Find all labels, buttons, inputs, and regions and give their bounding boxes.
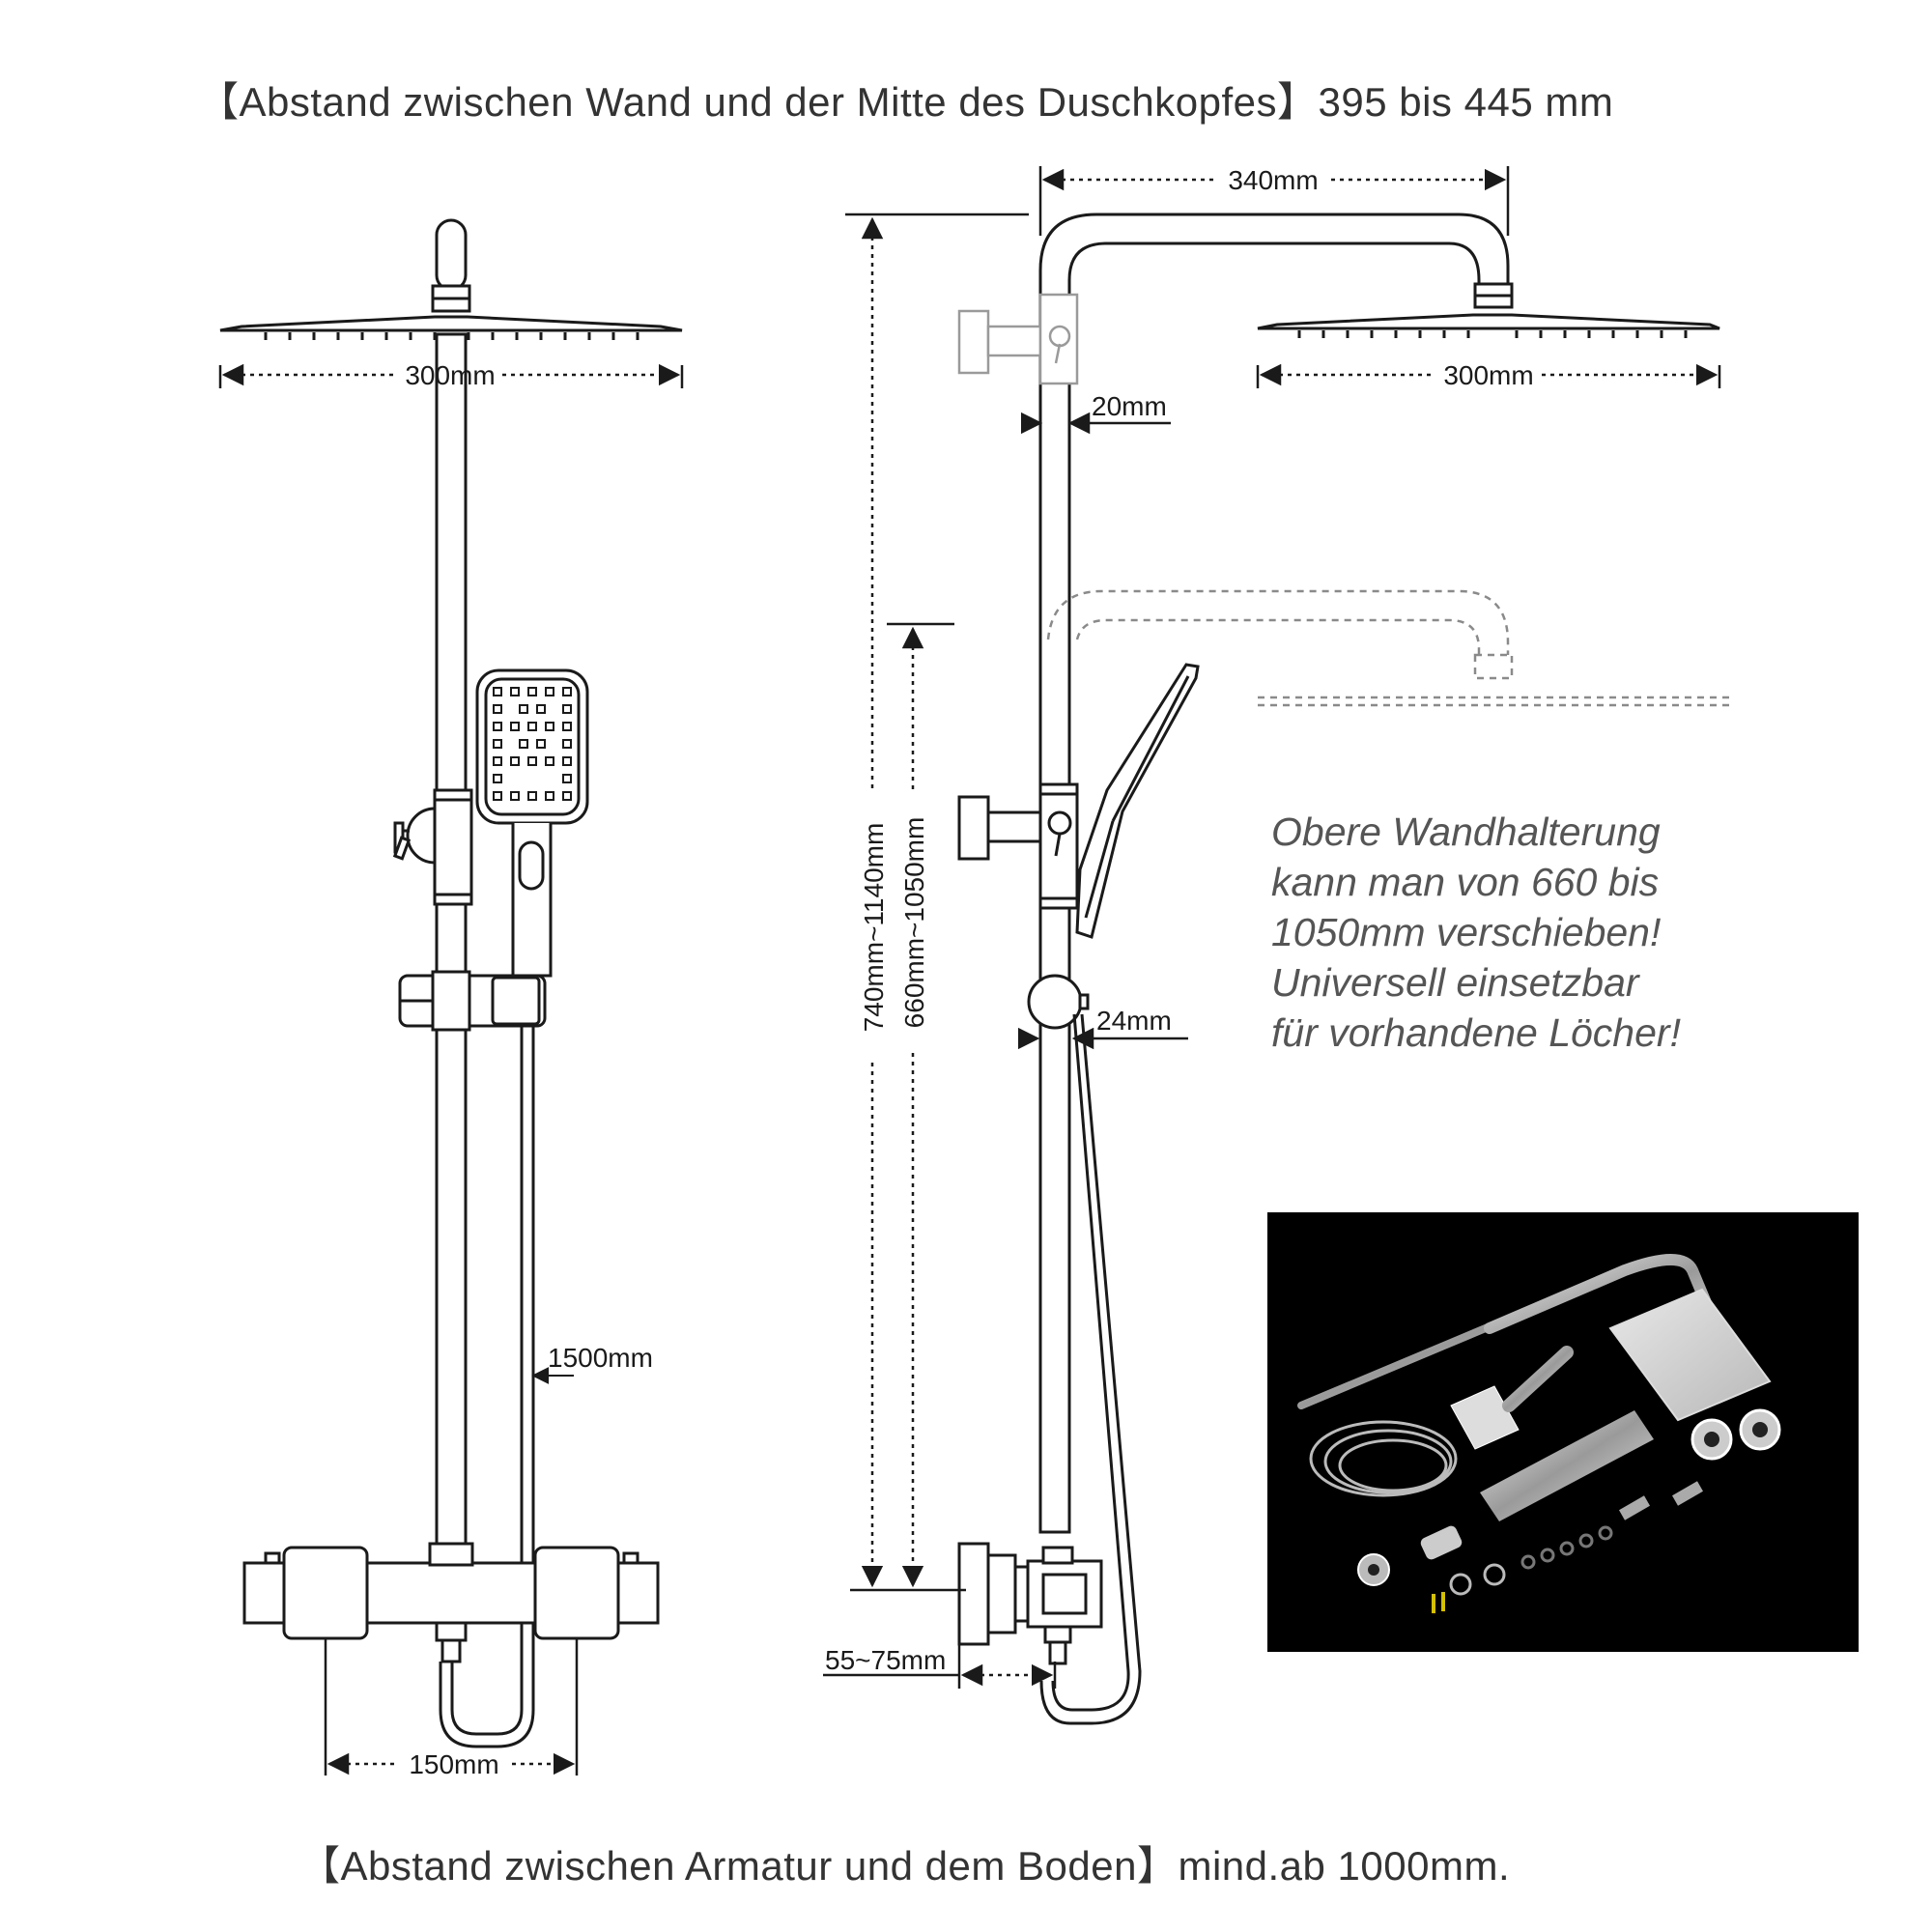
side-view bbox=[823, 166, 1729, 1725]
side-head-width-dimension bbox=[1256, 363, 1721, 388]
photo-washers bbox=[1520, 1525, 1613, 1570]
wall-offset-dimension bbox=[823, 1644, 1057, 1689]
note-line-1: Obere Wandhalterung bbox=[1271, 810, 1661, 854]
side-slide-holder bbox=[1027, 974, 1083, 1030]
front-left-knob bbox=[282, 1546, 369, 1640]
note-line-3: 1050mm verschieben! bbox=[1271, 910, 1662, 954]
label-side-head-width: 300mm bbox=[1443, 360, 1533, 390]
photo-hand-shower bbox=[1450, 1385, 1520, 1450]
side-wall-flange bbox=[957, 1542, 990, 1646]
ghost-wall-bracket bbox=[957, 293, 1079, 385]
front-hand-shower-nozzles bbox=[493, 687, 572, 801]
side-head-nozzles bbox=[1297, 330, 1688, 338]
front-shower-arm-stub bbox=[435, 218, 468, 292]
front-outlet bbox=[435, 1621, 468, 1642]
dimension-labels: 300mm 300mm 340mm 20mm 24mm 1500mm 150mm… bbox=[405, 165, 1533, 1779]
bracket-adjust-note: Obere Wandhalterung kann man von 660 bis… bbox=[1271, 807, 1681, 1058]
ghost-arm-lower-position bbox=[1046, 589, 1729, 707]
side-wall-plate bbox=[957, 795, 990, 861]
front-head-nozzles bbox=[264, 332, 639, 340]
front-hand-shower-handle bbox=[511, 823, 553, 978]
front-head-width-dimension bbox=[218, 363, 684, 388]
label-pipe-diameter: 20mm bbox=[1092, 391, 1167, 421]
note-line-4: Universell einsetzbar bbox=[1271, 960, 1639, 1005]
label-arm-reach: 340mm bbox=[1228, 165, 1318, 195]
front-right-knob bbox=[533, 1546, 620, 1640]
note-line-2: kann man von 660 bis bbox=[1271, 860, 1660, 904]
label-holder-diameter: 24mm bbox=[1096, 1006, 1172, 1036]
bottom-caption: 【Abstand zwischen Armatur und dem Boden】… bbox=[299, 1843, 1511, 1889]
photo-thermostat bbox=[1480, 1410, 1654, 1521]
note-line-5: für vorhandene Löcher! bbox=[1271, 1010, 1681, 1055]
label-bracket-height: 660mm~1050mm bbox=[899, 817, 929, 1029]
total-height-dimension bbox=[845, 213, 1029, 1592]
parts-photo-illustration bbox=[1267, 1212, 1859, 1652]
side-hand-shower bbox=[1075, 663, 1200, 939]
top-caption: 【Abstand zwischen Wand und der Mitte des… bbox=[198, 79, 1614, 125]
photo-holder bbox=[1420, 1525, 1463, 1560]
label-hose-length: 1500mm bbox=[548, 1343, 653, 1373]
front-shower-head bbox=[219, 315, 683, 332]
label-front-head-width: 300mm bbox=[405, 360, 495, 390]
bracket-height-dimension bbox=[887, 622, 954, 1588]
label-total-height: 740mm~1140mm bbox=[859, 823, 889, 1033]
label-inlet-spacing: 150mm bbox=[409, 1749, 498, 1779]
side-hose bbox=[1051, 1013, 1130, 1712]
front-view bbox=[218, 218, 684, 1776]
label-wall-offset: 55~75mm bbox=[825, 1645, 946, 1675]
photo-square-head bbox=[1608, 1288, 1772, 1422]
side-shower-head bbox=[1257, 313, 1720, 330]
product-parts-photo bbox=[1267, 1212, 1859, 1652]
front-hose bbox=[450, 1014, 524, 1736]
front-inlet-spacing-dimension bbox=[324, 1638, 579, 1776]
front-riser-pipe bbox=[435, 332, 468, 1553]
side-riser-and-arm bbox=[1038, 213, 1510, 1534]
arm-reach-dimension bbox=[1038, 166, 1510, 236]
photo-hose bbox=[1309, 1420, 1458, 1497]
